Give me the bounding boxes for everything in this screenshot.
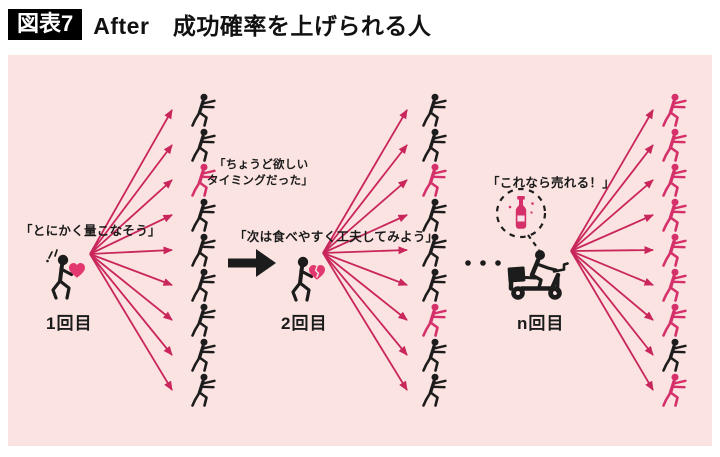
audience-figure-pink: [661, 233, 688, 267]
audience-figure-black: [421, 128, 448, 162]
attempt-arrow: [322, 109, 408, 254]
attempt-arrows-layer: [89, 109, 654, 391]
attempt-arrow: [89, 253, 173, 321]
attempt-arrow: [89, 253, 173, 391]
audience-callout-line-1: 「ちょうど欲しい: [214, 159, 309, 171]
audience-figures-layer: [190, 93, 688, 407]
audience-figure-black: [190, 268, 217, 302]
audience-figure-black: [190, 303, 217, 337]
idea-bubble: [495, 187, 547, 251]
audience-figure-pink: [661, 128, 688, 162]
audience-figure-black: [190, 373, 217, 407]
audience-callout-line-2: タイミングだった」: [207, 175, 314, 187]
attempt-arrow: [322, 252, 408, 321]
ellipsis-dots: [465, 260, 501, 266]
attempt-arrow: [322, 246, 408, 255]
figure-title: After 成功確率を上げられる人: [93, 13, 432, 39]
attempt-arrow: [570, 250, 654, 356]
delivery-scooter-icon: [507, 250, 569, 300]
attempt-arrow: [570, 109, 654, 252]
bubble-trail: [527, 234, 540, 251]
audience-figure-pink: [661, 198, 688, 232]
attempt-arrow: [89, 144, 173, 255]
next-attempt-arrow-icon: [228, 249, 276, 277]
stage-n-quote: 「これなら売れる！」: [487, 176, 616, 190]
audience-figure-pink: [661, 93, 688, 127]
audience-figure-pink: [661, 268, 688, 302]
attempt-arrow: [322, 214, 408, 254]
audience-figure-pink: [661, 303, 688, 337]
audience-figure-black: [421, 373, 448, 407]
attempt-arrow: [322, 252, 408, 286]
heart-crack: [314, 266, 320, 278]
attempt-arrow: [322, 144, 408, 254]
stage-2-label: 2回目: [281, 314, 328, 333]
attempt-arrow: [89, 253, 173, 286]
figure-header: 図表7 After 成功確率を上げられる人: [8, 7, 431, 41]
figure-number-badge: 図表7: [8, 8, 83, 40]
attempt-arrow: [570, 144, 654, 252]
stage-1-quote: 「とにかく量こなそう」: [20, 224, 161, 238]
attempt-arrow: [89, 246, 173, 255]
audience-figure-black: [421, 338, 448, 372]
product-bottle-icon: [508, 196, 534, 229]
attempt-arrow: [570, 250, 654, 391]
attempt-arrow: [570, 250, 654, 286]
attempt-arrow: [322, 179, 408, 254]
attempt-arrow: [570, 246, 654, 255]
attempt-arrow: [570, 179, 654, 252]
audience-figure-black: [190, 198, 217, 232]
attempt-arrow: [570, 214, 654, 252]
stage-2-quote: 「次は食べやすく工夫してみよう」: [234, 230, 439, 244]
person-with-heart-icon: [46, 249, 85, 300]
audience-figure-pink: [661, 163, 688, 197]
audience-figure-black: [190, 338, 217, 372]
audience-figure-black: [421, 93, 448, 127]
dashed-circle: [495, 187, 547, 239]
attempt-arrow: [322, 252, 408, 391]
attempt-arrow: [570, 250, 654, 321]
audience-figure-pink: [661, 373, 688, 407]
audience-figure-black: [190, 93, 217, 127]
stage-n-label: n回目: [517, 314, 565, 333]
attempt-arrow: [89, 253, 173, 356]
audience-figure-black: [190, 128, 217, 162]
stage-1-label: 1回目: [46, 314, 93, 333]
audience-figure-black: [190, 233, 217, 267]
audience-figure-pink: [421, 303, 448, 337]
attempt-arrow: [89, 109, 173, 255]
person-with-broken-heart-icon: [291, 256, 325, 302]
audience-figure-black: [661, 338, 688, 372]
audience-figure-black: [421, 268, 448, 302]
audience-figure-pink: [421, 163, 448, 197]
attempt-arrow: [89, 179, 173, 255]
attempt-arrow: [322, 252, 408, 356]
attempt-arrow: [89, 214, 173, 255]
